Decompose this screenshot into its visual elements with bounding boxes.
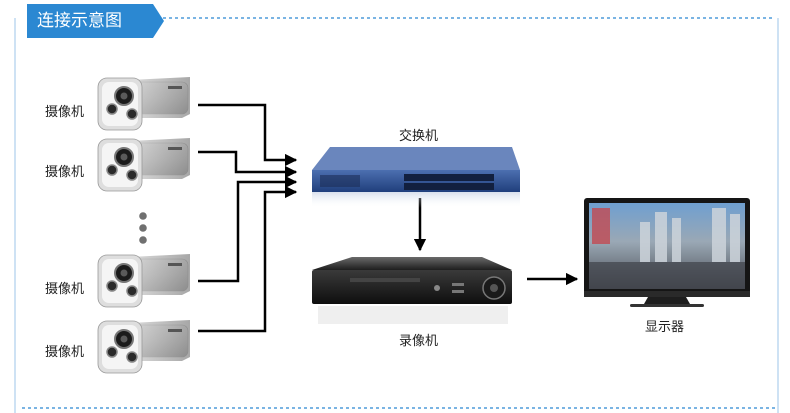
switch-label: 交换机	[399, 129, 439, 144]
more-cameras-ellipsis	[139, 212, 147, 244]
camera-image	[97, 253, 191, 308]
camera-image	[97, 137, 191, 192]
section-title: 连接示意图	[27, 4, 164, 38]
camera-link	[198, 150, 298, 179]
camera-link	[198, 175, 298, 283]
camera-link	[198, 185, 298, 333]
nvr-label: 录像机	[399, 334, 439, 349]
camera-image	[97, 319, 191, 374]
camera-label: 摄像机	[45, 345, 85, 360]
camera-label: 摄像机	[45, 165, 85, 180]
camera-label: 摄像机	[45, 282, 85, 297]
camera-link	[198, 103, 298, 167]
monitor-label: 显示器	[645, 320, 685, 335]
monitor-image	[584, 198, 750, 307]
switch-image	[312, 147, 520, 208]
camera-image	[97, 76, 191, 131]
switch-ports	[404, 174, 494, 190]
camera-links	[198, 103, 579, 333]
camera-label: 摄像机	[45, 105, 85, 120]
nvr-image	[312, 257, 512, 324]
